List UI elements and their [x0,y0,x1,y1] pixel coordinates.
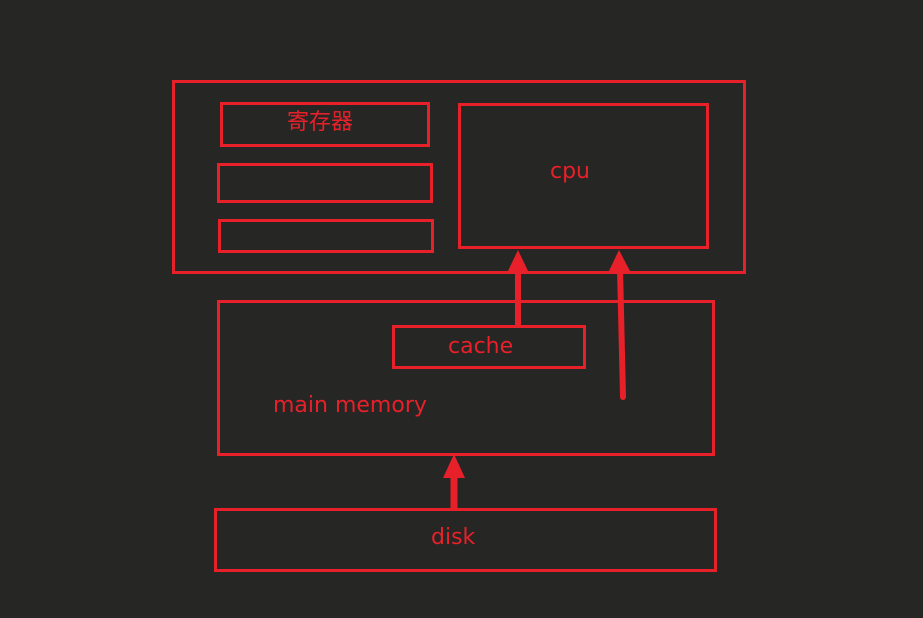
disk-box [214,508,717,572]
main-memory-label: main memory [273,393,427,418]
register-box [220,102,430,147]
disk-to-memory-arrow [443,454,465,508]
disk-label: disk [431,525,476,550]
main-memory-box [217,300,715,456]
processor-box [172,80,746,274]
register-slot-3 [218,219,434,253]
register-slot-2 [217,163,433,203]
cache-label: cache [448,334,514,359]
cache-box [392,325,586,369]
cpu-label: cpu [550,159,591,184]
cpu-box [458,103,709,249]
register-label: 寄存器 [287,110,354,135]
